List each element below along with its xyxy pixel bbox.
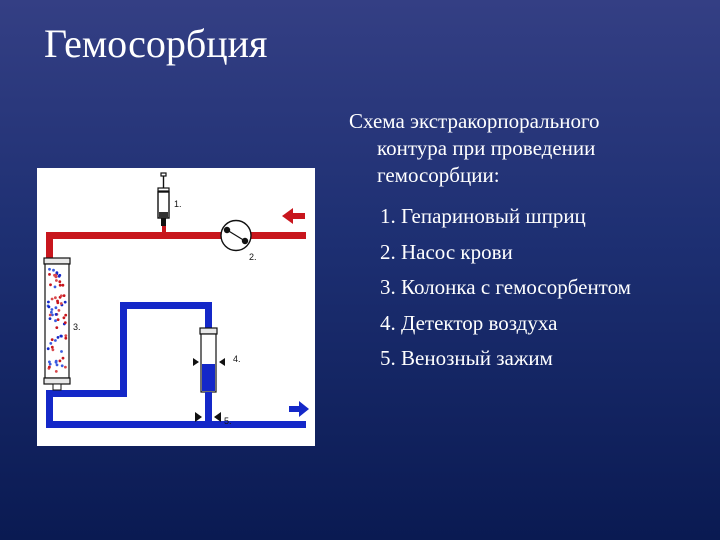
label-detector: 4. (233, 354, 241, 364)
sorbent-granule (50, 297, 54, 301)
extracorporeal-circuit-diagram: 1. 2. 3. (37, 168, 315, 446)
sorbent-granule (62, 294, 66, 297)
description-line-2: контура при проведении (377, 136, 596, 160)
sorbent-granule (64, 336, 68, 340)
sorbent-granule (52, 268, 55, 272)
outflow-arrow (289, 401, 309, 417)
sorbent-granule (63, 300, 67, 304)
list-item: 2. Насос крови (380, 239, 513, 264)
list-item: 1. Гепариновый шприц (380, 204, 586, 228)
sorbent-granule (60, 350, 63, 353)
component-list: 1. Гепариновый шприц 2. Насос крови 3. К… (380, 199, 631, 377)
sorbent-granule (51, 348, 55, 352)
label-pump: 2. (249, 252, 257, 262)
sorbent-granule (58, 359, 62, 363)
sorbent-granule (53, 285, 57, 289)
sorbent-granule (64, 365, 67, 369)
sorbent-column: 3. (43, 257, 81, 391)
sorbent-granule (50, 310, 53, 314)
sorbent-granule (50, 345, 54, 349)
sorbent-granule (48, 317, 52, 320)
sorbent-granule (55, 326, 59, 329)
sorbent-granule (55, 279, 58, 282)
sorbent-granule (59, 294, 63, 298)
sorbent-granule (62, 316, 66, 320)
sorbent-granule (56, 318, 60, 321)
sorbent-granule (54, 370, 58, 373)
sorbent-granule (54, 339, 57, 342)
sorbent-granule (64, 334, 68, 337)
slide-title: Гемосорбция (44, 21, 268, 66)
sorbent-granule (56, 336, 60, 339)
sorbent-granule (50, 308, 54, 311)
list-item: 4. Детектор воздуха (380, 310, 558, 335)
sorbent-granule (54, 360, 58, 364)
sorbent-granule (54, 273, 58, 277)
label-clamp: 5. (224, 416, 232, 426)
sorbent-granule (48, 360, 51, 364)
venous-clamp: 5. (195, 412, 232, 426)
venous-line (46, 302, 306, 428)
sorbent-granule (54, 296, 57, 300)
sorbent-granule (48, 273, 51, 276)
sorbent-granule (58, 280, 62, 284)
description-line-1: Схема экстракорпорального (349, 109, 600, 133)
sorbent-granule (54, 313, 58, 316)
sorbent-granule (63, 321, 67, 324)
sorbent-granule (58, 283, 62, 287)
sorbent-granule (64, 313, 68, 317)
sorbent-granule (54, 319, 57, 323)
sorbent-granule (59, 334, 63, 338)
sorbent-granule (59, 302, 63, 305)
sorbent-granule (48, 365, 51, 369)
sorbent-granule (61, 283, 65, 287)
sorbent-granule (57, 274, 61, 278)
inflow-arrow (282, 208, 305, 224)
sorbent-granule (47, 300, 50, 304)
list-item: 3. Колонка с гемосорбентом (380, 275, 631, 299)
circuit-description: Схема экстракорпорального контура при пр… (349, 108, 689, 189)
heparin-syringe: 1. (157, 172, 182, 226)
sorbent-granule (49, 342, 53, 345)
sorbent-granule (57, 309, 61, 312)
sorbent-granule (60, 364, 64, 368)
sorbent-granule (47, 305, 51, 309)
sorbent-granule (51, 313, 54, 317)
sorbent-granule (49, 283, 52, 287)
arterial-line (46, 226, 306, 258)
label-syringe: 1. (174, 199, 182, 209)
sorbent-granule (50, 338, 54, 341)
description-line-3: гемосорбции: (377, 163, 500, 187)
sorbent-granule (48, 313, 52, 317)
list-item: 5. Венозный зажим (380, 346, 553, 370)
sorbent-granule (61, 356, 65, 360)
sorbent-granule (48, 362, 52, 366)
sorbent-granule (54, 306, 58, 310)
sorbent-granule (56, 299, 59, 303)
sorbent-granule (55, 363, 59, 367)
air-detector: 4. (193, 327, 241, 400)
label-column: 3. (73, 322, 81, 332)
sorbent-granule (48, 267, 51, 271)
blood-pump: 2. (220, 219, 257, 262)
sorbent-granule (46, 347, 50, 351)
